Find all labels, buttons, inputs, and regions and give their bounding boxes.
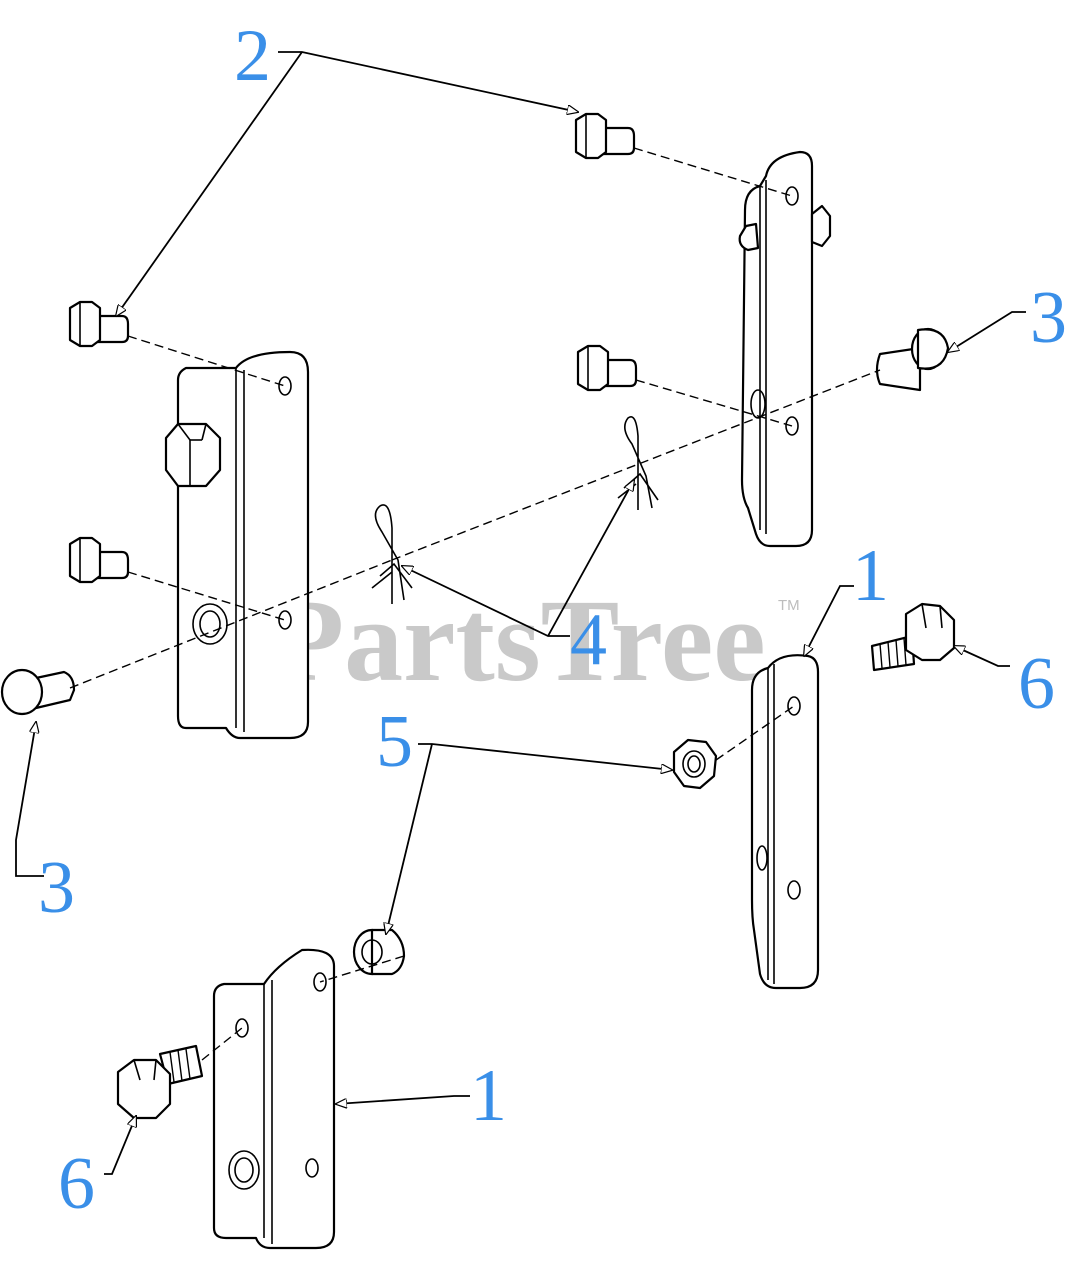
callout-3-left: 3 [38, 847, 75, 929]
hex-bolt-head [164, 422, 222, 488]
shoulder-bolt-right [870, 602, 956, 672]
callout-5: 5 [376, 701, 413, 783]
flange-nut-left [352, 928, 406, 976]
flange-nut-right [672, 738, 718, 790]
callout-2: 2 [234, 15, 271, 97]
leader-lines [15, 51, 1026, 1175]
bracket-upper-left [176, 350, 310, 740]
flange-bolt-right-middle [576, 344, 638, 392]
assembly-lines [69, 147, 881, 1061]
callout-1-top: 1 [852, 535, 889, 617]
callout-4: 4 [570, 599, 607, 681]
flange-bolt-left-upper [68, 300, 130, 348]
bracket-right [750, 654, 820, 990]
hairpin-clip-left [371, 504, 413, 604]
clevis-pin-right [875, 327, 950, 392]
bracket-bottom-left [212, 948, 336, 1250]
bracket-upper-right [738, 150, 832, 548]
flange-bolt-left-lower [68, 536, 130, 584]
clevis-pin-left [0, 668, 76, 716]
hairpin-clip-right [617, 416, 659, 510]
flange-bolt-top-right [574, 112, 636, 160]
watermark-text: PartsTree [272, 575, 766, 706]
callout-1-bottom: 1 [470, 1055, 507, 1137]
callout-6-right: 6 [1018, 643, 1055, 725]
shoulder-bolt-left [116, 1044, 204, 1120]
callout-3-right: 3 [1030, 277, 1067, 359]
trademark-symbol: TM [778, 597, 800, 614]
callout-6-left: 6 [58, 1143, 95, 1225]
